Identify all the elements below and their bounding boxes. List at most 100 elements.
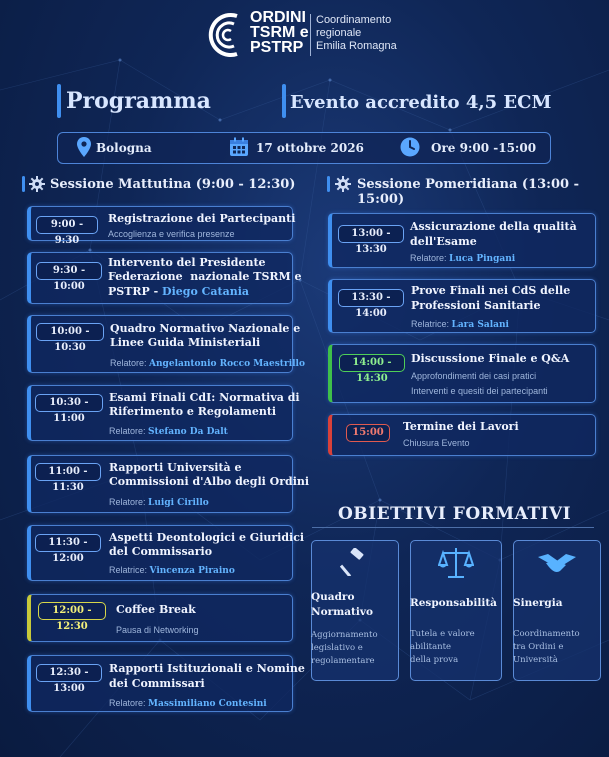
objective-desc-line3: regolamentare [311,656,375,666]
objective-desc-line2: abilitante [410,642,452,652]
speaker-name: Vincenza Piraino [149,566,235,576]
time-text: Ore 9:00 -15:00 [431,141,537,155]
item-title-line2: Commissioni d'Albo degli Ordini [109,475,310,488]
time-badge: 12:30 - 13:00 [36,664,102,694]
time-badge: 13:00 - 13:30 [338,225,404,255]
speaker-role: Relatore: [109,426,149,436]
speaker-name: Luca Pingani [449,254,516,264]
time-badge: 13:30 - 14:00 [338,289,404,319]
item-title-line2: dell'Esame [410,235,477,248]
objective-card [311,540,399,681]
programma-accent-bar [57,84,61,118]
time-badge: 15:00 [346,424,390,442]
speaker-line: Relatore: Stefano Da Dalt [109,425,228,438]
speaker-name: Stefano Da Dalt [148,427,228,437]
item-title: Quadro Normativo Nazionale e [110,322,301,335]
speaker-name: Lara Salani [451,320,509,330]
speaker-name: Massimiliano Contesini [148,699,267,709]
date-text: 17 ottobre 2026 [256,141,364,155]
speaker-name: Diego Catania [162,285,250,298]
logo-e: e [299,24,309,41]
item-title-line2: Linee Guida Ministeriali [110,336,261,349]
item-title: Registrazione dei Partecipanti [108,212,296,225]
org-line-2: regionale [316,27,362,39]
item-title: Discussione Finale e Q&A [411,352,570,365]
logo-tsrm: TSRM [250,24,296,41]
item-title-line3: PSTRP - Diego Catania [108,285,249,299]
speaker-role: Relatrice: [411,319,452,329]
objectives-divider [312,527,594,528]
speaker-line: Relatore: Massimiliano Contesini [109,697,267,710]
speaker-role: Relatore: [410,253,450,263]
objectives-title: OBIETTIVI FORMATIVI [338,504,572,524]
speaker-role: Relatore: [109,698,149,708]
org-line-3: Emilia Romagna [316,40,397,52]
speaker-role: Relatore: [110,358,150,368]
objective-desc-line3: Università [513,655,558,665]
objective-heading: Sinergia [513,597,563,609]
speaker-name: Angelantonio Rocco Maestrillo [149,359,305,369]
time-badge: 11:30 - 12:00 [35,534,101,564]
morning-accent-bar [22,176,25,192]
event-info-box [57,132,551,164]
item-subtitle: Chiusura Evento [403,438,470,448]
scales-icon [438,548,474,578]
item-title: Prove Finali nei CdS delle [411,284,571,297]
programma-title: Programma [66,88,211,114]
time-badge: 14:00 - 14:30 [339,354,405,384]
logo-line-pstrp: PSTRP [250,39,304,56]
afternoon-accent-bar [327,176,330,192]
speaker-line: Relatrice: Vincenza Piraino [109,564,235,577]
objective-heading: Quadro [311,591,355,603]
item-title-line2: dei Commissari [109,677,205,690]
gear-icon [335,176,351,192]
location-pin-icon [77,137,91,157]
time-badge: 10:00 - 10:30 [36,323,104,353]
schedule-item [27,252,293,304]
ordini-logo-icon [208,13,238,57]
logo-line-tsrm: TSRM e [250,24,309,41]
evento-accent-bar [282,84,286,118]
morning-session-title: Sessione Mattutina (9:00 - 12:30) [50,177,296,192]
item-subtitle-line2: Interventi e quesiti dei partecipanti [411,386,548,396]
time-badge: 9:30 - 10:00 [36,262,102,292]
speaker-name: Luigi Cirillo [148,498,209,508]
clock-icon [400,137,420,157]
objective-desc: Aggiornamento [311,630,378,640]
logo-divider [310,14,311,56]
speaker-line: Relatore: Angelantonio Rocco Maestrillo [110,357,305,370]
item-title-line2: Federazione nazionale TSRM e [108,270,302,283]
objective-desc: Tutela e valore [410,629,475,639]
speaker-role: Relatrice: [109,565,150,575]
item-subtitle: Accoglienza e verifica presenze [108,229,235,239]
item-title: Rapporti Università e [109,461,242,474]
evento-title: Evento accredito 4,5 ECM [290,92,552,113]
time-badge: 10:30 - 11:00 [35,394,103,424]
schedule-item [328,213,596,268]
speaker-line: Relatore: Luigi Cirillo [109,496,209,509]
speaker-role: Relatore: [109,497,149,507]
item-title: Coffee Break [116,603,196,616]
speaker-line: Relatrice: Lara Salani [411,318,509,331]
item-title: Assicurazione della qualità [410,220,577,233]
item-title: Intervento del Presidente [108,256,266,269]
org-name: Coordinamento regionale Emilia Romagna [316,14,397,53]
item-title: Termine dei Lavori [403,420,519,433]
item-title: Aspetti Deontologici e Giuridici [109,531,305,544]
handshake-icon [538,554,576,572]
objective-desc-line3: della prova [410,655,459,665]
gear-icon [29,176,45,192]
calendar-icon [230,137,248,156]
time-badge: 11:00 - 11:30 [35,463,101,493]
item-title-line2: Riferimento e Regolamenti [109,405,277,418]
org-line-1: Coordinamento [316,14,392,26]
time-badge: 12:00 - 12:30 [38,602,106,632]
schedule-item-discussion [328,344,596,403]
objective-heading-line2: Normativo [311,606,373,618]
item-title: Esami Finali CdI: Normativa di [109,391,300,404]
objective-heading: Responsabilità [410,597,497,609]
afternoon-session-title: Sessione Pomeridiana (13:00 - 15:00) [357,177,579,207]
logo-text: ORDINI TSRM e PSTRP [250,10,309,56]
item-subtitle: Pausa di Networking [116,625,199,635]
item-subtitle: Approfondimenti dei casi pratici [411,371,537,381]
